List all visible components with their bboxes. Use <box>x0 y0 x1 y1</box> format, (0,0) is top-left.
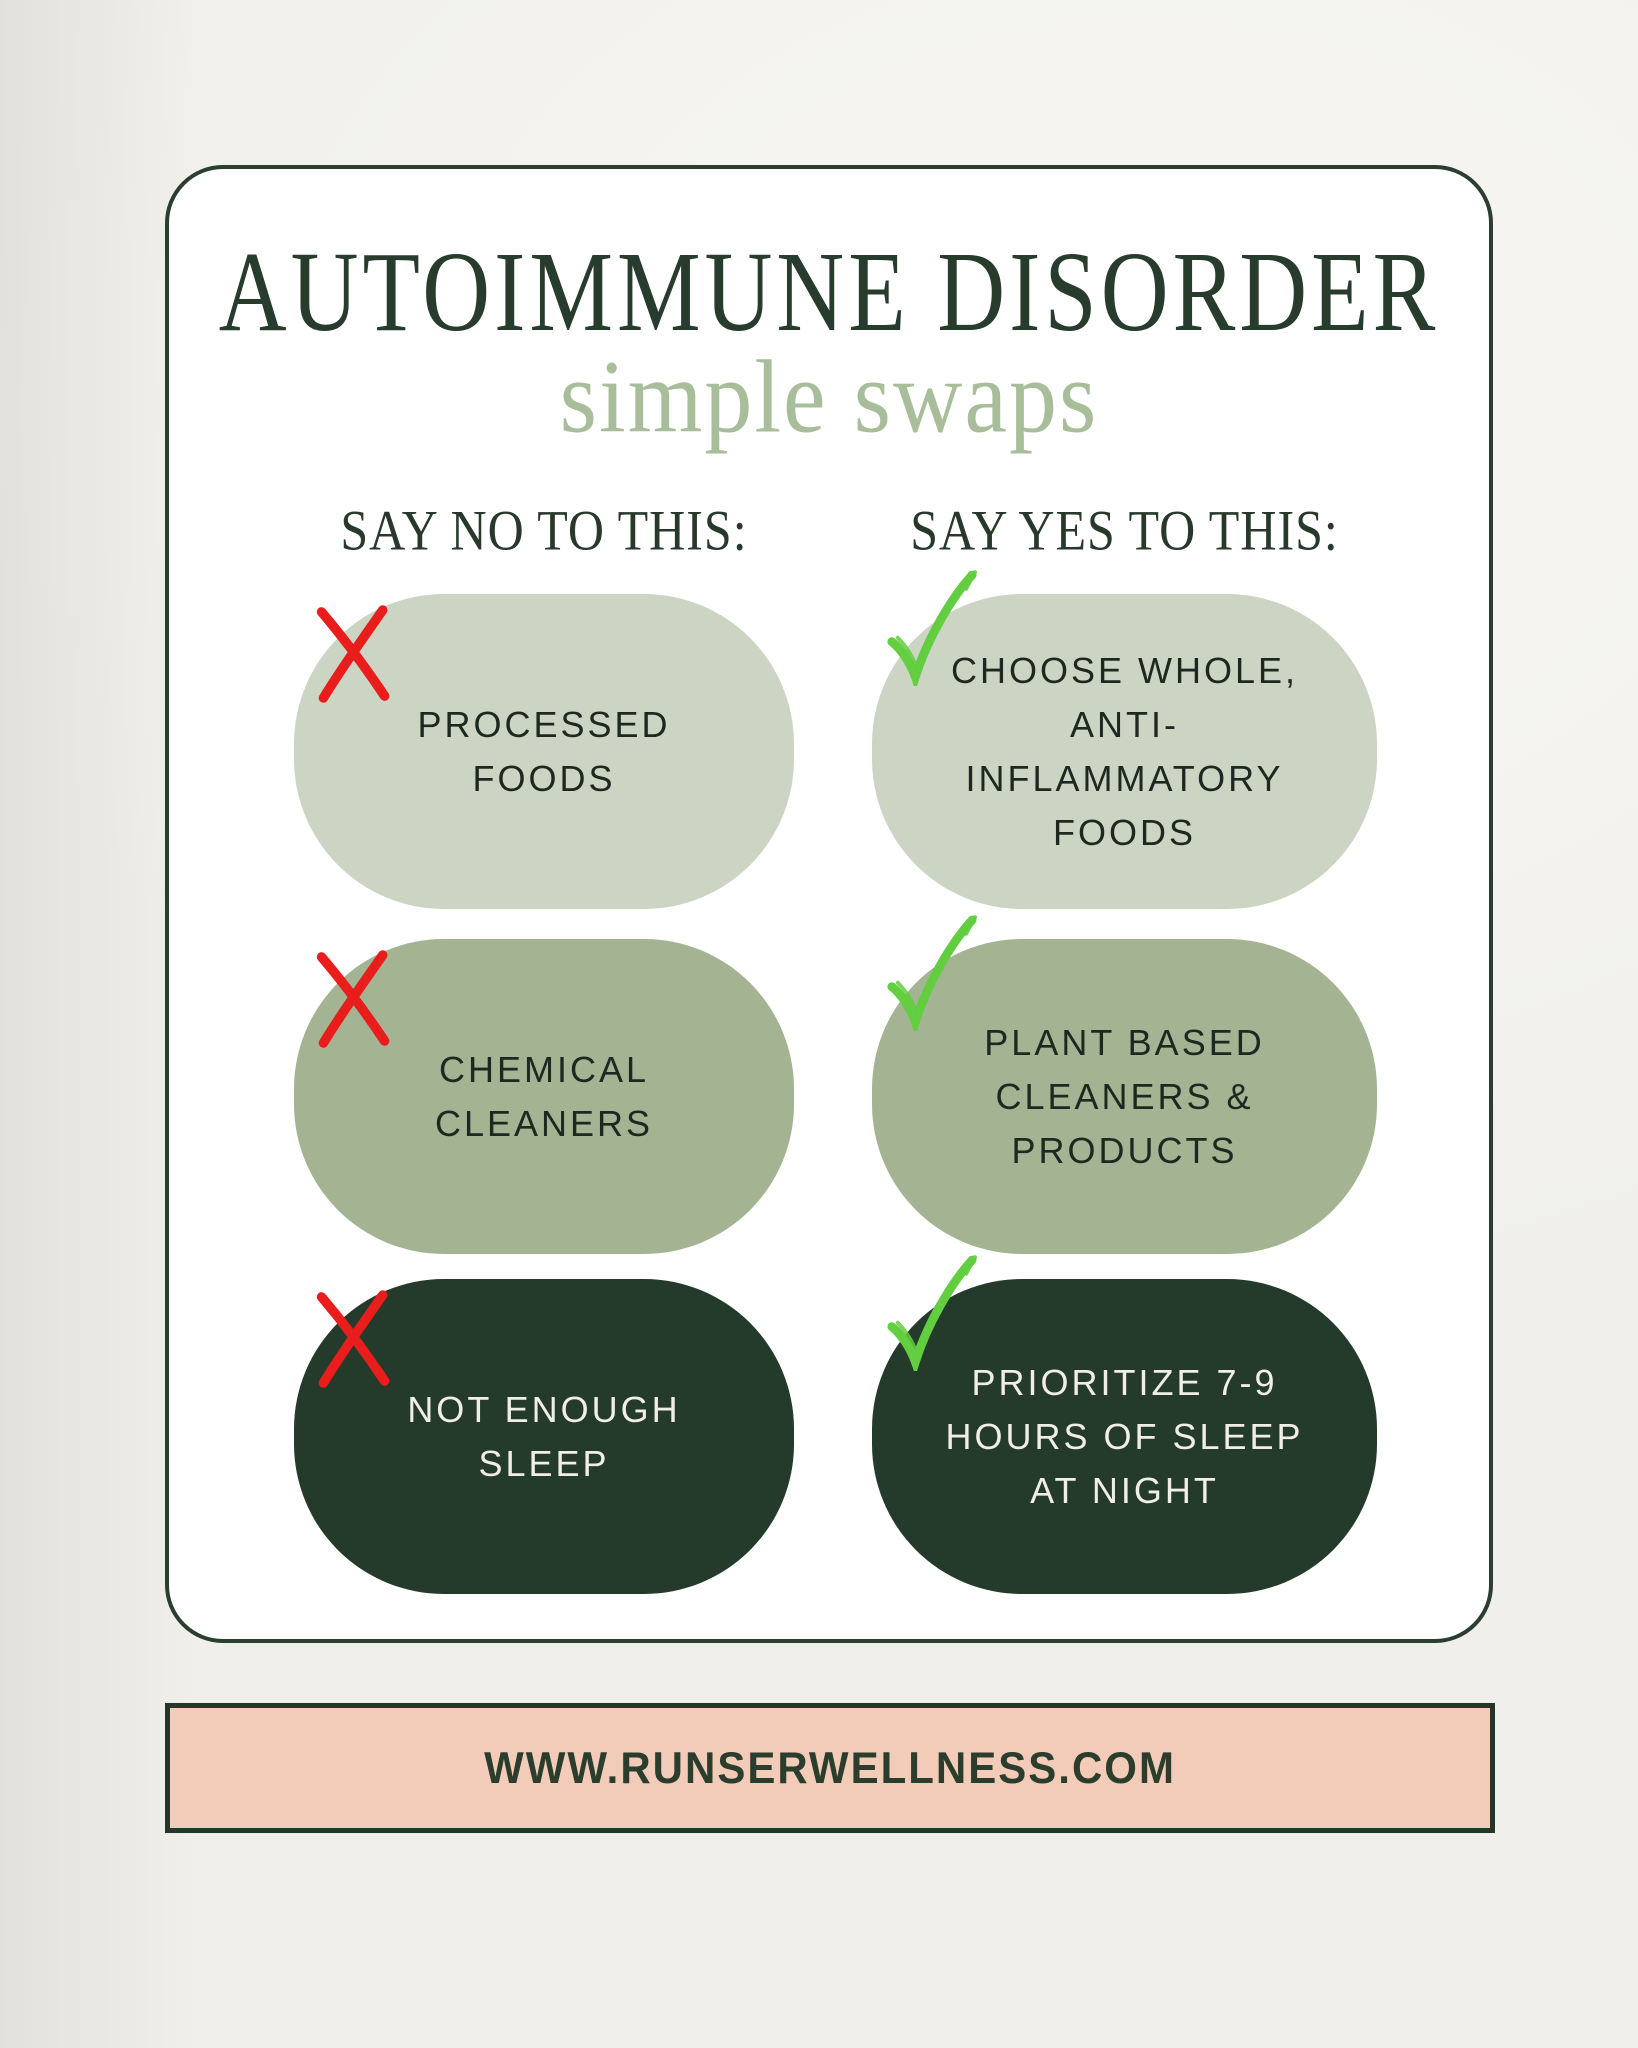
swap-card-yes-plant-based: PLANT BASED CLEANERS & PRODUCTS <box>872 915 1377 1254</box>
x-mark-icon <box>312 602 398 706</box>
content-panel: AUTOIMMUNE DISORDER simple swaps SAY NO … <box>165 165 1493 1643</box>
page-title: AUTOIMMUNE DISORDER <box>169 229 1489 356</box>
swap-card-yes-sleep-hours: PRIORITIZE 7-9 HOURS OF SLEEP AT NIGHT <box>872 1255 1377 1594</box>
check-mark-icon <box>884 1249 978 1371</box>
page-subtitle-text: simple swaps <box>559 338 1099 455</box>
column-header-yes-text: SAY YES TO THIS: <box>910 497 1339 562</box>
website-banner: WWW.RUNSERWELLNESS.COM <box>165 1703 1495 1833</box>
swap-card-no-chemical-cleaners: CHEMICAL CLEANERS <box>294 939 794 1254</box>
swap-card-label: PRIORITIZE 7-9 HOURS OF SLEEP AT NIGHT <box>945 1361 1304 1511</box>
swap-card-label: NOT ENOUGH SLEEP <box>407 1388 681 1484</box>
swap-card-no-not-enough-sleep: NOT ENOUGH SLEEP <box>294 1279 794 1594</box>
column-header-no-text: SAY NO TO THIS: <box>340 497 748 562</box>
page-subtitle: simple swaps <box>169 338 1489 454</box>
column-header-no: SAY NO TO THIS: <box>294 498 794 562</box>
website-url: WWW.RUNSERWELLNESS.COM <box>484 1742 1176 1793</box>
swap-card-label: CHEMICAL CLEANERS <box>434 1048 654 1144</box>
swap-card-label: PROCESSED FOODS <box>417 703 671 799</box>
swap-card-yes-whole-foods: CHOOSE WHOLE, ANTI- INFLAMMATORY FOODS <box>872 570 1377 909</box>
x-mark-icon <box>312 1287 398 1391</box>
column-header-yes: SAY YES TO THIS: <box>872 498 1377 562</box>
swap-card-label: CHOOSE WHOLE, ANTI- INFLAMMATORY FOODS <box>950 649 1299 853</box>
swap-card-label: PLANT BASED CLEANERS & PRODUCTS <box>984 1021 1265 1171</box>
x-mark-icon <box>312 947 398 1051</box>
swap-card-no-processed-foods: PROCESSED FOODS <box>294 594 794 909</box>
check-mark-icon <box>884 909 978 1031</box>
page-title-text: AUTOIMMUNE DISORDER <box>218 228 1440 356</box>
